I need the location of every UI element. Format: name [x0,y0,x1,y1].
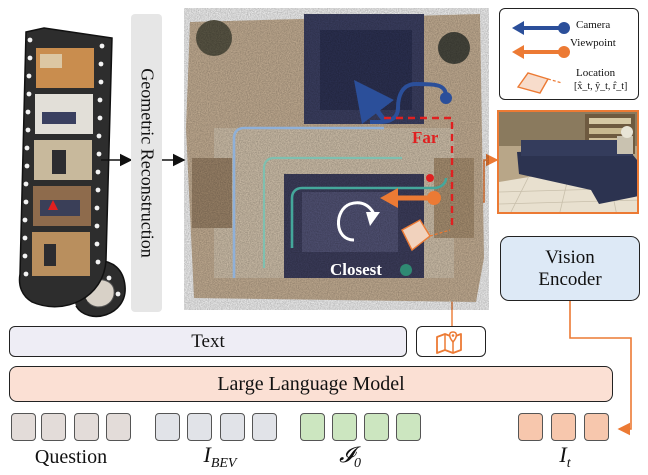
question-token [74,413,99,441]
far-label: Far [412,128,439,147]
map-pin-icon [436,330,462,354]
bev-token [187,413,212,441]
legend-viewpoint-text: Viewpoint [570,37,616,49]
question-token [11,413,36,441]
bev-token [252,413,277,441]
it-token [584,413,609,441]
i0-label-main: 𝓘 [339,442,354,467]
bev-label: IBEV [180,442,260,472]
i0-label-sub: 0 [353,456,361,471]
it-label-main: I [559,442,567,467]
egocentric-photo [497,110,639,214]
vision-encoder-box: Vision Encoder [500,236,640,301]
it-token [518,413,543,441]
i0-token [364,413,389,441]
it-label-sub: t [566,456,571,471]
vision-encoder-line1: Vision [545,246,595,268]
legend-location-text: Location [576,67,616,79]
closest-label: Closest [330,260,382,279]
geometric-reconstruction-label: Geometric Reconstruction [137,68,157,258]
text-box-label: Text [191,330,225,352]
i0-token [332,413,357,441]
legend-camera-text: Camera [576,19,611,31]
bev-label-sub: BEV [210,456,237,471]
i0-token [300,413,325,441]
question-token [106,413,131,441]
question-label: Question [34,446,108,468]
video-film-strip [4,24,130,324]
llm-box: Large Language Model [9,366,613,402]
text-box: Text [9,326,407,357]
vision-encoder-line2: Encoder [538,268,602,290]
bev-token [220,413,245,441]
it-label: It [540,442,590,472]
llm-label: Large Language Model [217,372,405,395]
question-token [41,413,66,441]
scene-point-cloud: Far Closest [184,8,489,310]
location-frustum-icon [516,72,563,94]
bev-label-main: I [203,442,211,467]
legend-box: Camera Viewpoint Location [x̂_t, ŷ_t, r̂… [499,8,639,100]
bev-token [155,413,180,441]
it-token [551,413,576,441]
i0-token [396,413,421,441]
i0-label: 𝓘0 [320,442,380,472]
geometric-reconstruction-box: Geometric Reconstruction [131,14,162,312]
camera-arrow-icon [512,21,570,35]
legend-location-formula: [x̂_t, ŷ_t, r̂_t] [574,81,628,92]
location-map-box [416,326,486,357]
viewpoint-arrow-icon [512,45,570,59]
